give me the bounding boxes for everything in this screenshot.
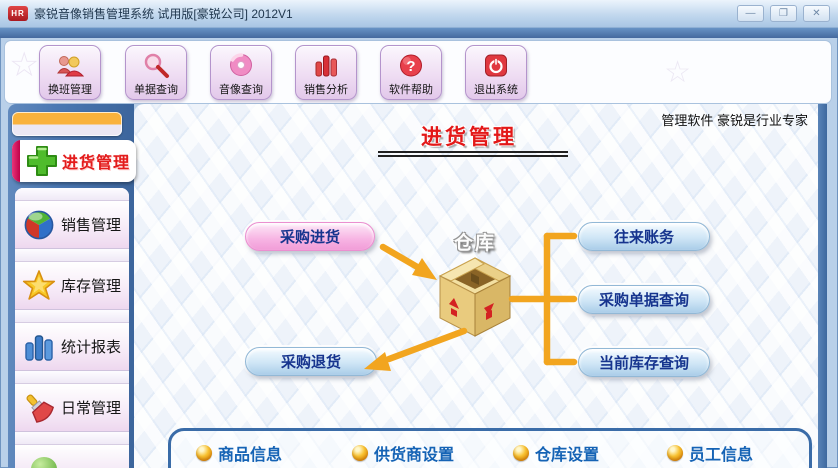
plus-icon <box>25 144 59 178</box>
title-bar: HR 豪锐音像销售管理系统 试用版[豪锐公司] 2012V1 — ❐ ✕ <box>0 0 838 28</box>
footer-item-supplier-settings[interactable]: 供货商设置 <box>352 441 454 465</box>
header-divider-band <box>0 28 838 38</box>
toolbar-button-shift-management[interactable]: 换班管理 <box>39 45 101 100</box>
orange-bullet-icon <box>667 445 683 461</box>
toolbar: 换班管理 单据查询 音像查询 <box>4 40 832 104</box>
sidebar-item-daily-management[interactable]: 日常管理 <box>15 384 129 432</box>
toolbar-button-label: 销售分析 <box>304 84 348 96</box>
sidebar-item-label: 日常管理 <box>61 400 122 417</box>
pill-purchase-in[interactable]: 采购进货 <box>245 222 375 251</box>
power-icon <box>482 49 510 83</box>
maximize-button[interactable]: ❐ <box>770 5 797 22</box>
app-logo-icon: HR <box>8 6 28 21</box>
sidebar-spacer <box>15 188 129 201</box>
toolbar-button-exit[interactable]: 退出系统 <box>465 45 527 100</box>
pill-accounts[interactable]: 往来账务 <box>578 222 710 251</box>
footer-item-product-info[interactable]: 商品信息 <box>196 441 282 465</box>
toolbar-button-label: 软件帮助 <box>389 84 433 96</box>
pill-label: 采购进货 <box>279 229 340 246</box>
sidebar-spacer <box>15 310 129 323</box>
toolbar-button-sales-analysis[interactable]: 销售分析 <box>295 45 357 100</box>
footer-item-label: 供货商设置 <box>374 447 455 464</box>
toolbar-button-receipt-query[interactable]: 单据查询 <box>125 45 187 100</box>
toolbar-button-label: 退出系统 <box>474 84 518 96</box>
footer-item-label: 商品信息 <box>218 447 283 464</box>
bars-icon <box>22 330 56 364</box>
title-underline <box>378 151 568 157</box>
sidebar-spacer <box>15 432 129 445</box>
disc-icon <box>227 49 255 83</box>
sidebar-item-partial[interactable] <box>15 445 129 468</box>
sidebar-header-bar[interactable] <box>12 112 122 136</box>
sphere-icon <box>22 208 56 242</box>
bar-chart-icon <box>312 49 340 83</box>
page-title: 进货管理 <box>421 126 517 149</box>
active-indicator-strip <box>12 140 20 182</box>
warehouse-box-icon <box>436 256 514 338</box>
footer-panel <box>168 428 812 468</box>
toolbar-button-help[interactable]: ? 软件帮助 <box>380 45 442 100</box>
pill-label: 采购单据查询 <box>598 292 689 309</box>
pill-purchase-return[interactable]: 采购退货 <box>245 347 377 376</box>
pill-label: 往来账务 <box>613 229 674 246</box>
pill-label: 当前库存查询 <box>598 355 689 372</box>
right-border-strip <box>818 104 827 468</box>
sidebar-item-label: 库存管理 <box>61 278 122 295</box>
brush-icon <box>22 391 56 425</box>
footer-item-label: 仓库设置 <box>535 447 600 464</box>
sidebar-item-sales-management[interactable]: 销售管理 <box>15 201 129 249</box>
footer-item-warehouse-settings[interactable]: 仓库设置 <box>513 441 599 465</box>
sidebar-item-purchase-management[interactable]: 进货管理 <box>12 140 136 182</box>
brand-tagline: 管理软件 豪锐是行业专家 <box>661 113 808 128</box>
orange-bullet-icon <box>513 445 529 461</box>
orange-bullet-icon <box>352 445 368 461</box>
pill-purchase-receipt-query[interactable]: 采购单据查询 <box>578 285 710 314</box>
partial-green-icon <box>31 457 57 468</box>
footer-item-employee-info[interactable]: 员工信息 <box>667 441 753 465</box>
orange-bullet-icon <box>196 445 212 461</box>
footer-item-label: 员工信息 <box>689 447 754 464</box>
star-icon <box>22 269 56 303</box>
sidebar-item-inventory-management[interactable]: 库存管理 <box>15 262 129 310</box>
toolbar-button-label: 音像查询 <box>219 84 263 96</box>
sidebar-item-statistics-reports[interactable]: 统计报表 <box>15 323 129 371</box>
warehouse-label: 仓库 <box>453 233 496 254</box>
pill-current-stock-query[interactable]: 当前库存查询 <box>578 348 710 377</box>
toolbar-button-label: 单据查询 <box>134 84 178 96</box>
sidebar-spacer <box>15 249 129 262</box>
sidebar-item-label: 销售管理 <box>61 217 122 234</box>
toolbar-button-label: 换班管理 <box>48 84 92 96</box>
sidebar-spacer <box>15 371 129 384</box>
people-icon <box>56 49 84 83</box>
sidebar-item-label: 统计报表 <box>61 339 122 356</box>
search-icon <box>142 49 170 83</box>
toolbar-button-media-query[interactable]: 音像查询 <box>210 45 272 100</box>
pill-label: 采购退货 <box>280 354 341 371</box>
sidebar-menu-panel: 销售管理 库存管理 <box>15 188 129 468</box>
window-controls: — ❐ ✕ <box>737 5 830 22</box>
sidebar: 进货管理 销售管理 <box>8 104 136 468</box>
svg-text:?: ? <box>406 58 415 75</box>
help-icon: ? <box>397 49 425 83</box>
minimize-button[interactable]: — <box>737 5 764 22</box>
sidebar-item-label: 进货管理 <box>62 155 131 172</box>
close-button[interactable]: ✕ <box>803 5 830 22</box>
window-title: 豪锐音像销售管理系统 试用版[豪锐公司] 2012V1 <box>34 7 293 21</box>
